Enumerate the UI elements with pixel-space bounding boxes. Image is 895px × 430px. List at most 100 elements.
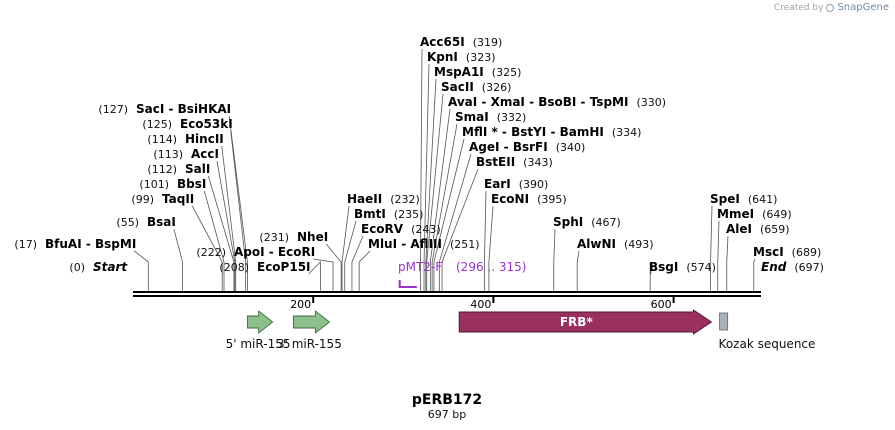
site-name-apoi-ecori: ApoI - EcoRI: [234, 245, 315, 259]
site-mspa1i[interactable]: MspA1I(325): [434, 65, 521, 79]
site-eari[interactable]: EarI(390): [484, 177, 548, 191]
site-name-smai: SmaI: [455, 110, 489, 124]
site-bsgi[interactable]: BsgI(574): [649, 260, 716, 274]
site-line-smai: [431, 123, 458, 291]
site-ecop15i[interactable]: EcoP15I (208): [219, 260, 310, 274]
site-name-bsgi: BsgI: [649, 260, 678, 274]
site-pos-ecop15i: (208): [219, 261, 249, 274]
site-pos-taqii: (99): [131, 193, 154, 206]
site-pos-bfuai-bspmi: (17): [14, 238, 37, 251]
site-line-mmei: [717, 220, 720, 291]
feature-shape-5-mir-155: [246, 310, 274, 334]
site-name-spei: SpeI: [710, 192, 740, 206]
site-bmti[interactable]: BmtI(235): [354, 207, 423, 221]
site-pos-sphi: (467): [591, 216, 621, 229]
site-bsteii[interactable]: BstEII(343): [476, 155, 553, 169]
site-taqii[interactable]: TaqII(99): [131, 192, 194, 206]
watermark-brand: SnapGene: [837, 2, 889, 13]
site-pos-acc65i: (319): [473, 36, 503, 49]
site-name-start: Start: [93, 260, 128, 274]
site-mlui-afliii[interactable]: MluI - AflIII(251): [368, 237, 480, 251]
site-bsai[interactable]: BsaI(55): [116, 215, 175, 229]
primer-layer: pMT2-F (296 .. 315): [398, 260, 526, 288]
site-pos-end: (697): [794, 261, 824, 274]
site-line-taqii: [191, 205, 223, 291]
site-hincii[interactable]: HincII(114): [147, 132, 223, 146]
site-saci-bsihkai[interactable]: SacI - BsiHKAI(127): [98, 102, 231, 116]
site-sphi[interactable]: SphI(467): [553, 215, 621, 229]
site-start[interactable]: Start (0): [69, 260, 128, 274]
site-econi[interactable]: EcoNI(395): [491, 192, 567, 206]
site-alwni[interactable]: AlwNI (493): [577, 237, 654, 251]
feature-kozak-sequence[interactable]: Kozak sequence: [719, 312, 816, 351]
site-sali[interactable]: SalI(112): [147, 162, 210, 176]
site-name-ecop15i: EcoP15I: [257, 260, 311, 274]
site-smai[interactable]: SmaI(332): [455, 110, 526, 124]
site-line-msci: [753, 258, 756, 291]
site-alei[interactable]: AleI(659): [726, 222, 790, 236]
site-haeii[interactable]: HaeII(232): [347, 192, 420, 206]
site-name-nhei: NheI: [297, 230, 328, 244]
site-pos-eari: (390): [519, 178, 549, 191]
site-mfli-bstyi-bamhi[interactable]: MflI * - BstYI - BamHI(334): [462, 125, 641, 139]
site-line-ecop15i: [308, 261, 321, 291]
site-name-bsai: BsaI: [147, 215, 176, 229]
site-name-econi: EcoNI: [491, 192, 529, 206]
site-ecorv[interactable]: EcoRV (243): [361, 222, 441, 236]
site-agei-bsrfi[interactable]: AgeI - BsrFI(340): [469, 140, 585, 154]
site-name-bfuai-bspmi: BfuAI - BspMI: [45, 237, 136, 251]
site-pos-spei: (641): [748, 193, 778, 206]
site-bbsi[interactable]: BbsI(101): [139, 177, 206, 191]
site-pos-ecorv: (243): [411, 223, 441, 236]
snapgene-logo-icon: [826, 3, 835, 12]
site-acci[interactable]: AccI(113): [153, 147, 219, 161]
site-name-bsteii: BstEII: [476, 155, 515, 169]
site-mmei[interactable]: MmeI(649): [717, 207, 792, 221]
site-name-eco53ki: Eco53kI: [180, 117, 233, 131]
site-name-ecorv: EcoRV: [361, 222, 404, 236]
feature-5-mir-155[interactable]: 5' miR-155: [226, 310, 291, 351]
site-pos-sacii: (326): [482, 81, 512, 94]
site-name-mlui-afliii: MluI - AflIII: [368, 237, 442, 251]
site-line-bfuai-bspmi: [134, 250, 149, 291]
site-spei[interactable]: SpeI (641): [710, 192, 777, 206]
primer-range: (296 .. 315): [456, 260, 526, 274]
feature-shape-3-mir-155: [292, 310, 331, 334]
site-line-bsteii: [441, 168, 479, 291]
site-apoi-ecori[interactable]: ApoI - EcoRI(222): [196, 245, 315, 259]
site-avai-xmai-bsobi-tspmi[interactable]: AvaI - XmaI - BsoBI - TspMI(330): [448, 95, 666, 109]
axis-tick-label-400: 400: [470, 298, 491, 311]
site-line-econi: [488, 205, 494, 291]
snapgene-watermark: Created by SnapGene: [774, 2, 889, 13]
site-end[interactable]: End (697): [761, 260, 824, 274]
site-name-alwni: AlwNI: [577, 237, 616, 251]
site-eco53ki[interactable]: Eco53kI(125): [142, 117, 232, 131]
site-pos-avai-xmai-bsobi-tspmi: (330): [636, 96, 666, 109]
site-line-bsgi: [649, 261, 652, 291]
site-pos-start: (0): [69, 261, 85, 274]
feature-frb[interactable]: FRB*: [458, 309, 713, 335]
map-title: pERB172: [412, 392, 482, 408]
primer-arrow[interactable]: [398, 280, 417, 288]
primer-name: pMT2-F: [398, 260, 442, 274]
site-name-end: End: [761, 260, 787, 274]
site-pos-haeii: (232): [390, 193, 420, 206]
site-pos-agei-bsrfi: (340): [556, 141, 586, 154]
site-nhei[interactable]: NheI(231): [259, 230, 328, 244]
site-line-spei: [710, 205, 713, 291]
site-pos-mmei: (649): [762, 208, 792, 221]
site-line-sphi: [553, 228, 556, 291]
site-pos-alwni: (493): [624, 238, 654, 251]
site-pos-saci-bsihkai: (127): [98, 103, 128, 116]
site-msci[interactable]: MscI(689): [753, 245, 821, 259]
site-name-kpni: KpnI: [427, 50, 458, 64]
feature-shape-frb: [458, 309, 713, 335]
site-sacii[interactable]: SacII(326): [441, 80, 511, 94]
site-name-bmti: BmtI: [354, 207, 386, 221]
feature-3-mir-155[interactable]: 3' miR-155: [277, 310, 342, 351]
site-bfuai-bspmi[interactable]: BfuAI - BspMI (17): [14, 237, 136, 251]
site-kpni[interactable]: KpnI(323): [427, 50, 496, 64]
site-acc65i[interactable]: Acc65I(319): [420, 35, 502, 49]
